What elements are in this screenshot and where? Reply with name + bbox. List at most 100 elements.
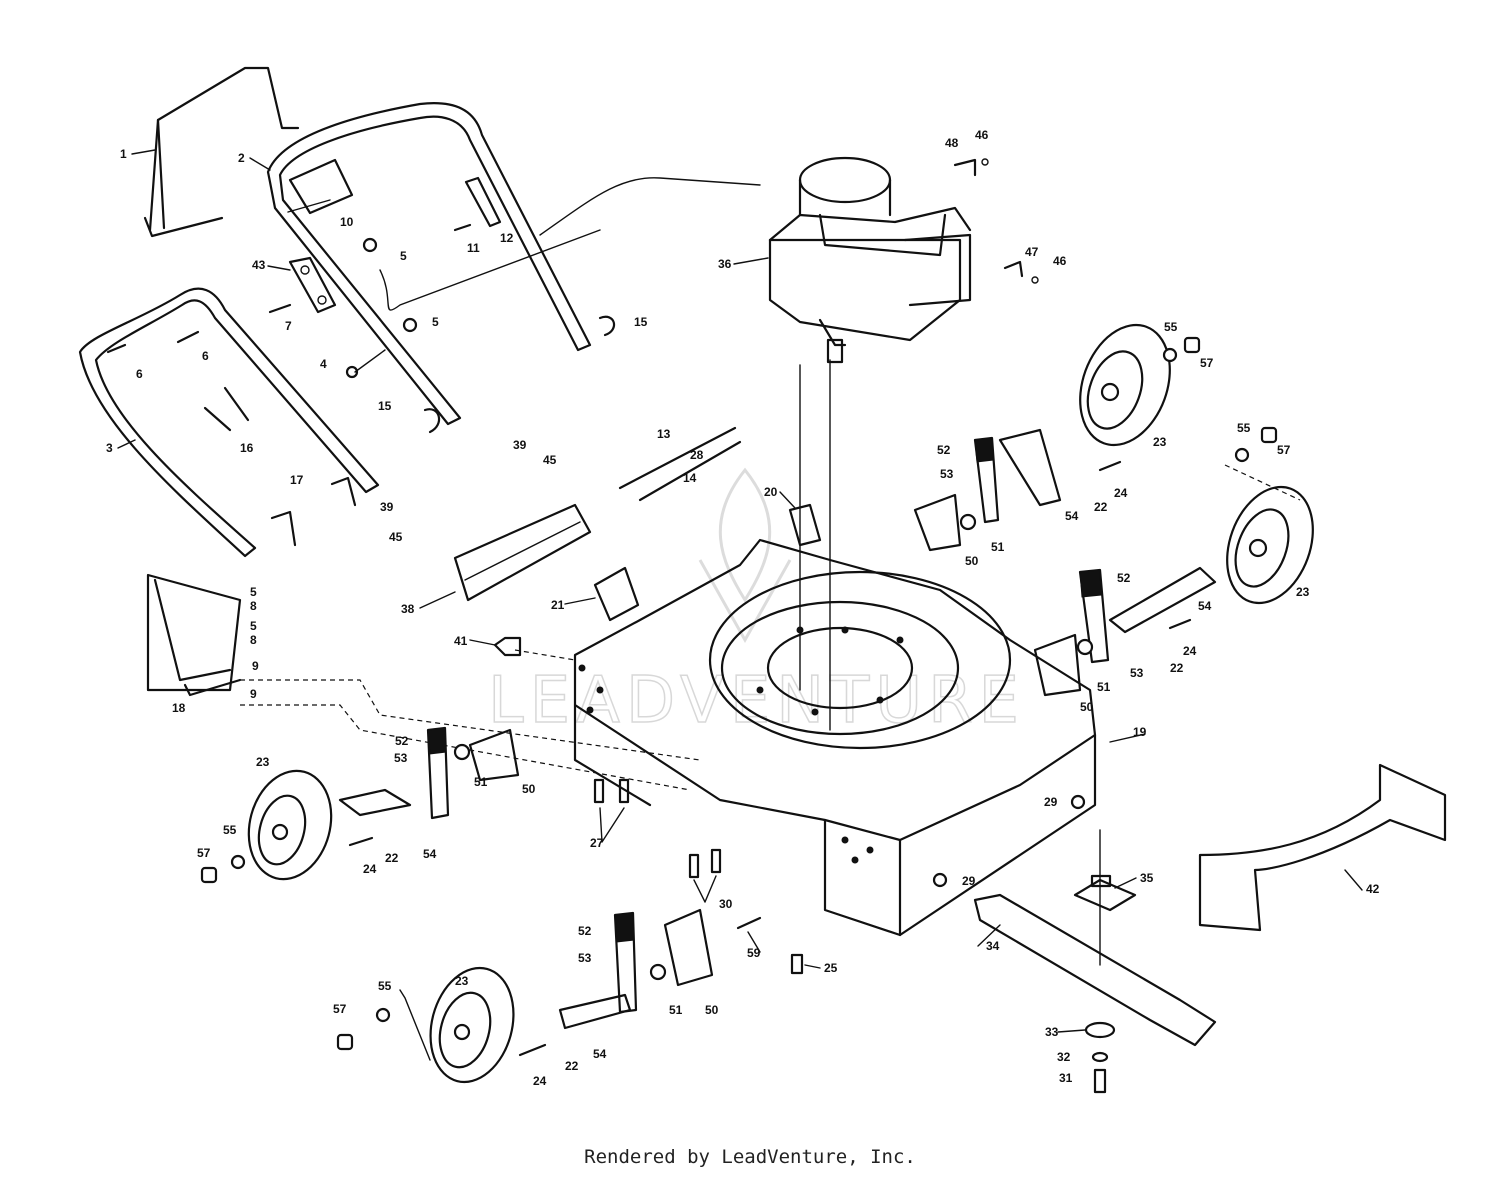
cable-tie-part-16 — [203, 386, 250, 432]
callout-51: 51 — [1097, 680, 1111, 694]
callout-54: 54 — [593, 1047, 607, 1061]
callout-17: 17 — [290, 473, 304, 487]
rear-door-rod-13-14-28 — [618, 426, 742, 502]
callout-48: 48 — [945, 136, 959, 150]
handle-knob-hardware — [106, 223, 472, 354]
lower-handle-bracket-part-1 — [143, 66, 300, 238]
control-bracket-part-43 — [288, 256, 337, 314]
callout-5: 5 — [250, 585, 257, 599]
callout-8: 8 — [250, 633, 257, 647]
callout-52: 52 — [578, 924, 592, 938]
callout-leaders — [117, 149, 1363, 1061]
callout-57: 57 — [1200, 356, 1214, 370]
callout-27: 27 — [590, 836, 604, 850]
callout-57: 57 — [197, 846, 211, 860]
callout-13: 13 — [657, 427, 671, 441]
callout-22: 22 — [565, 1059, 579, 1073]
callout-12: 12 — [500, 231, 514, 245]
callout-55: 55 — [223, 823, 237, 837]
callout-14: 14 — [683, 471, 697, 485]
callout-39: 39 — [513, 438, 527, 452]
callout-23: 23 — [1153, 435, 1167, 449]
grass-bag-part-18 — [146, 573, 242, 697]
dashed-leader-lines — [240, 464, 1301, 791]
callout-32: 32 — [1057, 1050, 1071, 1064]
callout-59: 59 — [747, 946, 761, 960]
callout-24: 24 — [1114, 486, 1128, 500]
callout-21: 21 — [551, 598, 565, 612]
callout-34: 34 — [986, 939, 1000, 953]
callout-28: 28 — [690, 448, 704, 462]
callout-51: 51 — [474, 775, 488, 789]
blade-bolt-31-33 — [1084, 1021, 1116, 1094]
callout-51: 51 — [669, 1003, 683, 1017]
engine-deck-alignment-lines — [799, 359, 831, 731]
gear-plates-50 — [468, 493, 1082, 987]
callout-55: 55 — [1164, 320, 1178, 334]
callout-22: 22 — [1094, 500, 1108, 514]
callout-22: 22 — [385, 851, 399, 865]
callout-24: 24 — [1183, 644, 1197, 658]
callout-45: 45 — [543, 453, 557, 467]
control-cable — [379, 177, 761, 311]
callout-50: 50 — [1080, 700, 1094, 714]
callout-29: 29 — [962, 874, 976, 888]
callout-1: 1 — [120, 147, 127, 161]
callout-53: 53 — [578, 951, 592, 965]
height-adjuster-levers-52-53-54 — [338, 428, 1217, 1030]
callout-23: 23 — [455, 974, 469, 988]
callout-53: 53 — [1130, 666, 1144, 680]
callout-8: 8 — [250, 599, 257, 613]
engine-part-36 — [768, 156, 972, 364]
callout-38: 38 — [401, 602, 415, 616]
callout-53: 53 — [940, 467, 954, 481]
wheel-rear-upper — [1079, 323, 1171, 447]
callout-10: 10 — [340, 215, 354, 229]
callout-42: 42 — [1366, 882, 1380, 896]
wheel-front-lower — [429, 966, 515, 1084]
bolts-22-24-25-27-29-30-59 — [348, 460, 1192, 1057]
upper-handle-part-2 — [266, 102, 592, 426]
control-lever-part-12 — [464, 176, 502, 228]
callout-47: 47 — [1025, 245, 1039, 259]
callout-22: 22 — [1170, 661, 1184, 675]
callout-55: 55 — [1237, 421, 1251, 435]
callout-52: 52 — [937, 443, 951, 457]
footer-credit: Rendered by LeadVenture, Inc. — [584, 1146, 916, 1168]
callout-36: 36 — [718, 257, 732, 271]
callout-23: 23 — [1296, 585, 1310, 599]
callout-46: 46 — [1053, 254, 1067, 268]
callout-23: 23 — [256, 755, 270, 769]
washers-51-55-57 — [200, 336, 1278, 1051]
handle-label-plate — [288, 158, 354, 215]
callout-46: 46 — [975, 128, 989, 142]
callout-53: 53 — [394, 751, 408, 765]
watermark-text: LEADVENTURE — [488, 664, 1025, 738]
callout-20: 20 — [764, 485, 778, 499]
callout-5: 5 — [432, 315, 439, 329]
callout-35: 35 — [1140, 871, 1154, 885]
callout-24: 24 — [363, 862, 377, 876]
callout-52: 52 — [1117, 571, 1131, 585]
callout-11: 11 — [467, 241, 480, 255]
callout-54: 54 — [1198, 599, 1212, 613]
callout-31: 31 — [1059, 1071, 1073, 1085]
hairpin-clips-15 — [423, 315, 616, 434]
callout-4: 4 — [320, 357, 327, 371]
blade-part-34 — [973, 893, 1217, 1047]
callout-5: 5 — [250, 619, 257, 633]
callout-3: 3 — [106, 441, 113, 455]
callout-57: 57 — [333, 1002, 347, 1016]
callout-2: 2 — [238, 151, 245, 165]
callout-54: 54 — [423, 847, 437, 861]
callout-50: 50 — [705, 1003, 719, 1017]
callout-30: 30 — [719, 897, 733, 911]
callout-labels: 1 2 3 4 5 5 5 5 6 6 7 8 8 9 9 10 11 12 1… — [106, 128, 1380, 1088]
callout-18: 18 — [172, 701, 186, 715]
callout-55: 55 — [378, 979, 392, 993]
label-tag-part-41 — [493, 636, 522, 657]
callout-33: 33 — [1045, 1025, 1059, 1039]
callout-39: 39 — [380, 500, 394, 514]
callout-51: 51 — [991, 540, 1005, 554]
